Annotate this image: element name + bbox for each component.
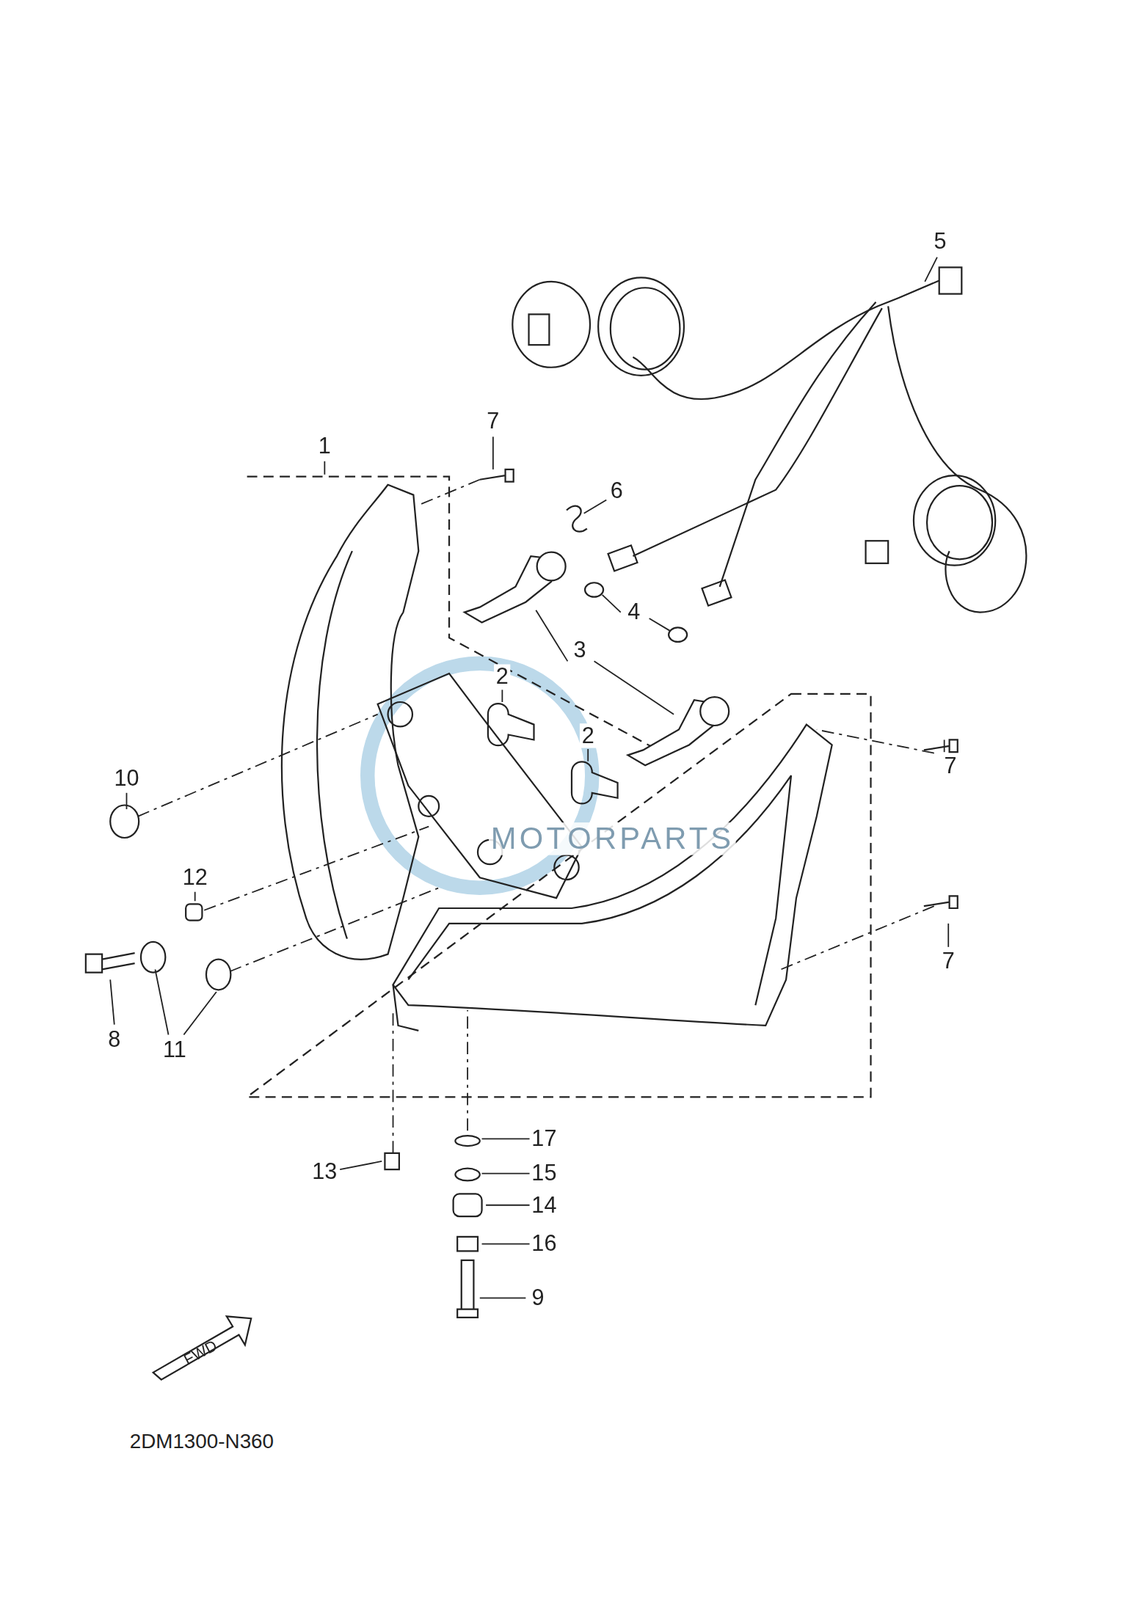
leader-line [584,500,607,514]
callout-number: 9 [529,1286,547,1311]
bolt [85,953,136,973]
leader-line [482,1138,530,1140]
grommet [453,1194,483,1217]
collar [457,1237,478,1252]
callout-number: 3 [571,637,589,662]
leader-line [482,1243,530,1246]
leader-line [649,618,671,632]
collar [185,904,202,921]
direction-label: FWD [179,1335,222,1370]
leader-line [479,1297,527,1299]
callout-number: 6 [608,478,626,503]
leader-line [501,689,503,703]
leader-line [110,979,115,1025]
callout-number: 10 [112,766,142,792]
leader-line [947,923,949,948]
diagram-code: 2DM1300-N360 [127,1430,276,1454]
leader-line [183,992,217,1035]
leader-line [194,892,196,902]
washer [455,1136,480,1147]
callout-number: 14 [529,1193,560,1218]
grommet [206,959,231,991]
fwd-arrow [153,1316,252,1380]
leader-line [154,969,169,1035]
callout-number: 12 [180,865,210,891]
callout-number: 1 [316,433,334,458]
leader-line [924,257,938,282]
washer [455,1169,480,1182]
leader-line [126,793,128,810]
leader-line [482,1173,530,1175]
callout-number: 2 [579,723,597,748]
leader-line [339,1161,382,1170]
screw [479,469,514,483]
callout-number: 8 [105,1028,123,1053]
callout-number: 15 [529,1161,560,1186]
callout-number: 7 [940,949,958,974]
callout-number: 4 [626,600,643,625]
screw [923,896,958,909]
callout-number: 17 [529,1127,560,1152]
leader-line [594,661,674,715]
leader-line [492,436,494,470]
callout-number: 2 [493,664,511,690]
bolt [457,1260,478,1319]
callout-number: 5 [932,229,949,254]
callout-number: 11 [160,1038,188,1063]
leader-line [602,595,621,613]
callout-number: 7 [942,754,960,779]
grommet [110,805,139,839]
leader-line [535,610,568,662]
leader-line [485,1205,530,1207]
screw [923,739,958,753]
callout-number: 13 [310,1159,340,1184]
callout-number: 16 [529,1232,560,1257]
leader-line [587,749,589,762]
grommet [140,942,166,974]
leader-line [943,739,946,753]
leader-line [323,461,326,475]
callout-number: 7 [485,409,502,434]
watermark: MOTORPARTS [488,822,737,856]
clip-nut [384,1153,399,1170]
